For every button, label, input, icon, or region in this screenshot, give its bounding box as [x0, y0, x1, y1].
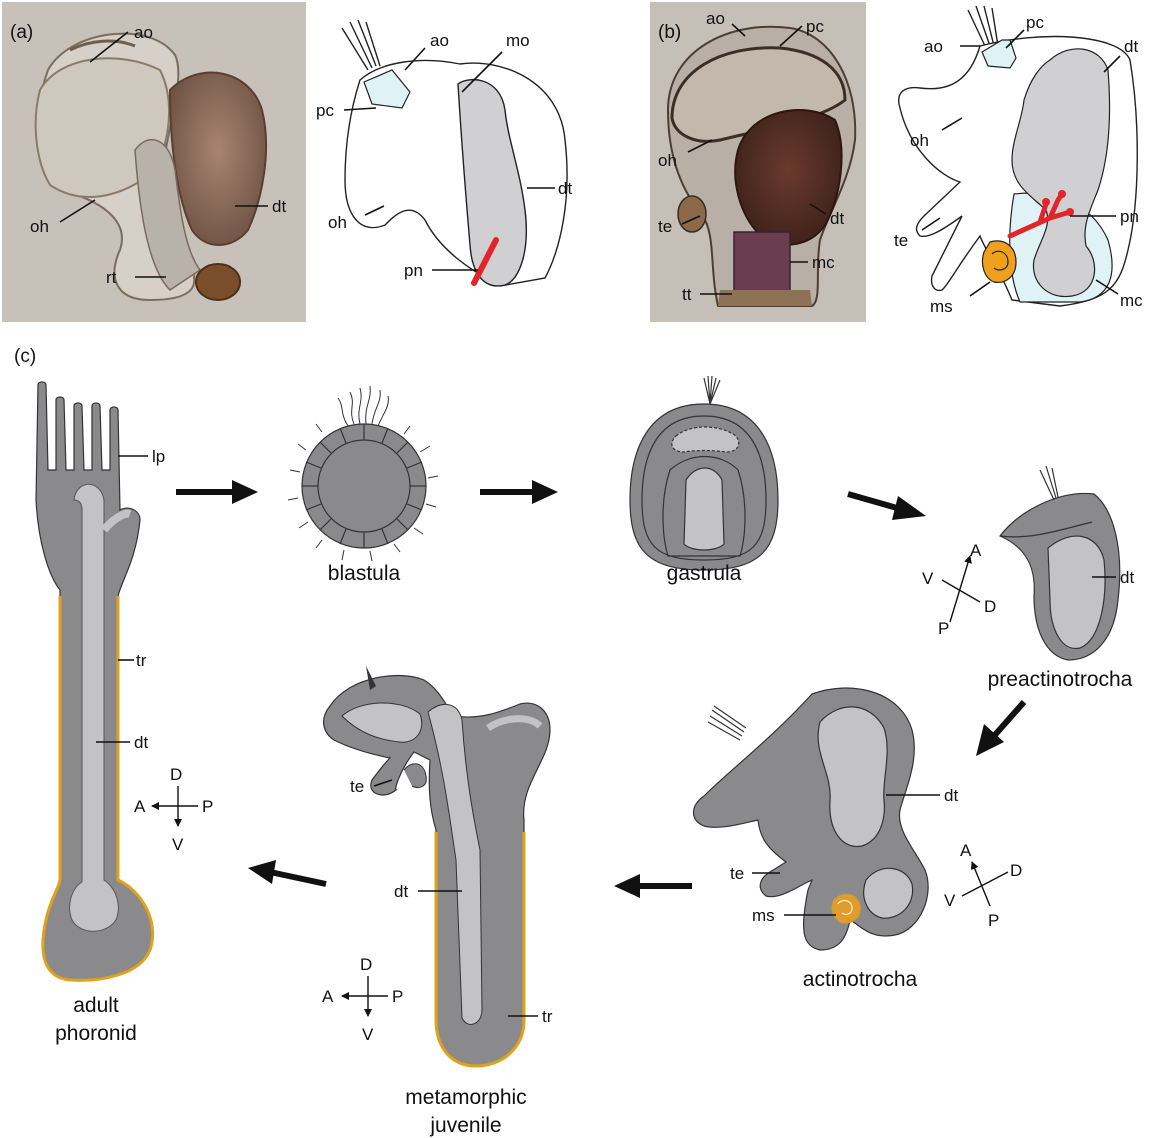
- label-ms-drawing-b: ms: [930, 297, 953, 316]
- axes-adult: D A P V: [134, 765, 213, 854]
- label-lp: lp: [152, 447, 165, 466]
- preactinotrocha-diagram: dt preactinotrocha: [988, 466, 1135, 691]
- panel-a-label: (a): [10, 22, 33, 43]
- drawing-a: ao mo pc oh dt pn: [316, 20, 572, 286]
- label-ao-photo-b: ao: [706, 9, 725, 28]
- axis-label-D-adult: D: [170, 765, 182, 784]
- label-dt-juvenile: dt: [394, 882, 408, 901]
- axis-label-V-actino: V: [944, 891, 956, 910]
- stage-label-actinotrocha: actinotrocha: [803, 968, 918, 991]
- label-dt-photo-b: dt: [830, 209, 844, 228]
- arrow-blastula-to-gastrula: [480, 480, 558, 504]
- label-dt-actinotrocha: dt: [944, 786, 958, 805]
- panel-c-label: (c): [14, 346, 36, 367]
- label-te-drawing-b: te: [894, 231, 908, 250]
- label-ms-actinotrocha: ms: [752, 906, 775, 925]
- label-dt-drawing-a: dt: [558, 179, 572, 198]
- axis-label-P-adult: P: [202, 797, 213, 816]
- axis-label-P-pre: P: [938, 619, 949, 638]
- label-ao-drawing-a: ao: [430, 31, 449, 50]
- label-dt-preactinotrocha: dt: [1120, 568, 1134, 587]
- label-oh-photo-a: oh: [30, 217, 49, 236]
- label-ao-drawing-b: ao: [924, 37, 943, 56]
- actinotrocha-diagram: dt te ms actinotrocha: [694, 688, 959, 991]
- stage-label-adult-line1: adult: [73, 994, 119, 1017]
- axis-label-P-actino: P: [988, 911, 999, 930]
- axis-label-D-pre: D: [984, 597, 996, 616]
- arrow-gastrula-to-preactinotrocha: [848, 494, 926, 520]
- stage-label-blastula: blastula: [328, 562, 401, 585]
- label-te-juvenile: te: [350, 777, 364, 796]
- photo-b: (b) ao pc oh te dt mc tt: [650, 2, 866, 322]
- label-tr-adult: tr: [136, 651, 147, 670]
- label-te-photo-b: te: [658, 217, 672, 236]
- drawing-b: ao pc dt oh te pn ms mc: [894, 6, 1143, 316]
- photo-a: (a) ao oh dt rt: [2, 2, 306, 322]
- label-pn-drawing-b: pn: [1120, 207, 1139, 226]
- axis-label-D-actino: D: [1010, 861, 1022, 880]
- label-pn-drawing-a: pn: [404, 261, 423, 280]
- gastrula-diagram: gastrula: [630, 376, 778, 585]
- axis-label-A-pre: A: [970, 541, 982, 560]
- blastula-diagram: blastula: [288, 386, 438, 585]
- label-dt-adult: dt: [134, 733, 148, 752]
- label-oh-drawing-a: oh: [328, 213, 347, 232]
- label-pc-photo-b: pc: [806, 17, 824, 36]
- label-pc-drawing-a: pc: [316, 101, 334, 120]
- axis-label-P-juvenile: P: [392, 987, 403, 1006]
- label-tt: tt: [682, 285, 692, 304]
- label-te-actinotrocha: te: [730, 864, 744, 883]
- arrow-juvenile-to-adult: [248, 860, 326, 884]
- axis-label-V-adult: V: [172, 835, 184, 854]
- arrow-adult-to-blastula: [176, 480, 258, 504]
- label-oh-photo-b: oh: [658, 151, 677, 170]
- label-pc-drawing-b: pc: [1026, 13, 1044, 32]
- label-oh-drawing-b: oh: [910, 131, 929, 150]
- axis-label-V-juvenile: V: [362, 1025, 374, 1044]
- axes-juvenile: D A P V: [322, 955, 403, 1044]
- axis-label-A-juvenile: A: [322, 987, 334, 1006]
- label-rt-photo-a: rt: [106, 268, 117, 287]
- adult-phoronid-diagram: lp tr dt adult phoronid: [36, 382, 165, 1045]
- label-ao-photo-a: ao: [134, 23, 153, 42]
- label-mo: mo: [506, 31, 530, 50]
- arrow-preactinotrocha-to-actinotrocha: [976, 702, 1024, 756]
- label-mc-drawing-b: mc: [1120, 291, 1143, 310]
- stage-label-juvenile-line2: juvenile: [429, 1114, 501, 1137]
- axis-label-A-actino: A: [960, 841, 972, 860]
- stage-label-juvenile-line1: metamorphic: [405, 1086, 526, 1109]
- axis-label-V-pre: V: [922, 569, 934, 588]
- axes-preactinotrocha: A V D P: [922, 541, 996, 638]
- metamorphic-juvenile-diagram: te dt tr metamorphic juvenile: [324, 666, 553, 1137]
- arrow-actinotrocha-to-juvenile: [614, 874, 692, 898]
- label-dt-photo-a: dt: [272, 197, 286, 216]
- panel-b-label: (b): [658, 22, 681, 43]
- label-tr-juvenile: tr: [542, 1007, 553, 1026]
- stage-label-adult-line2: phoronid: [55, 1022, 137, 1045]
- axis-label-D-juvenile: D: [360, 955, 372, 974]
- axis-label-A-adult: A: [134, 797, 146, 816]
- label-mc-photo-b: mc: [812, 253, 835, 272]
- stage-label-preactinotrocha: preactinotrocha: [988, 668, 1133, 691]
- label-dt-drawing-b: dt: [1124, 37, 1138, 56]
- stage-label-gastrula: gastrula: [667, 562, 742, 585]
- axes-actinotrocha: A V D P: [944, 841, 1022, 930]
